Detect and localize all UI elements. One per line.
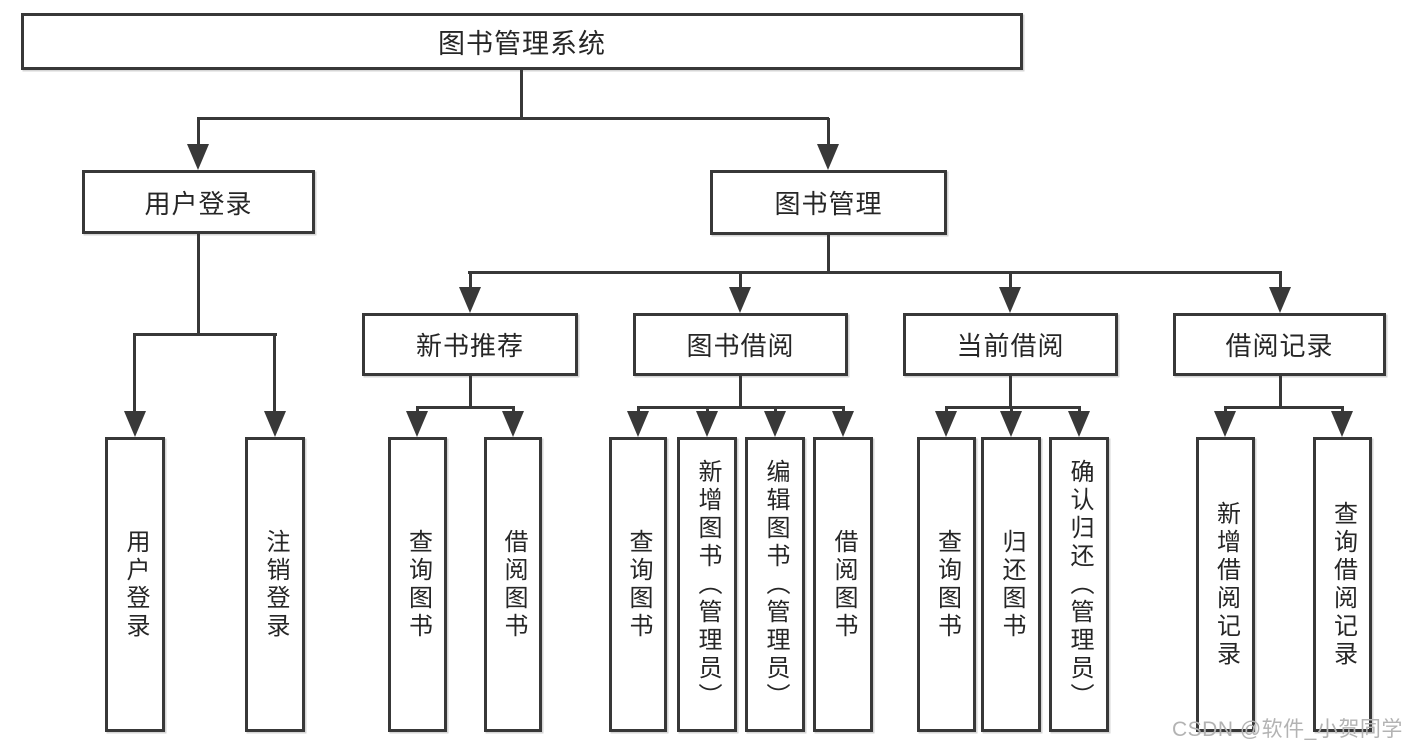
connector-line bbox=[415, 406, 515, 409]
connector-line bbox=[738, 376, 742, 408]
arrowhead-icon bbox=[1068, 411, 1090, 437]
arrowhead-icon bbox=[999, 287, 1021, 313]
node-label: 注销登录 bbox=[262, 528, 289, 641]
node-label: 借阅图书 bbox=[830, 528, 857, 641]
node-label: 用户登录 bbox=[122, 528, 149, 641]
node-br-add-record: 新增借阅记录 bbox=[1196, 437, 1255, 732]
arrowhead-icon bbox=[502, 411, 524, 437]
connector-line bbox=[827, 235, 830, 273]
arrowhead-icon bbox=[729, 287, 751, 313]
node-label: 新增图书（管理员） bbox=[694, 458, 721, 711]
connector-line bbox=[468, 376, 472, 408]
node-leaf-user-login: 用户登录 bbox=[105, 437, 165, 732]
node-borrowing-records: 借阅记录 bbox=[1173, 313, 1386, 376]
node-bb-add-book-admin: 新增图书（管理员） bbox=[677, 437, 737, 732]
node-label: 借阅图书 bbox=[500, 528, 527, 641]
connector-line bbox=[197, 117, 829, 120]
arrowhead-icon bbox=[696, 411, 718, 437]
connector-line bbox=[133, 333, 277, 336]
node-label: 用户登录 bbox=[144, 188, 253, 219]
arrowhead-icon bbox=[817, 144, 839, 170]
node-rec-borrow-book: 借阅图书 bbox=[484, 437, 542, 732]
node-label: 查询图书 bbox=[933, 528, 961, 641]
arrowhead-icon bbox=[1214, 411, 1236, 437]
connector-line bbox=[1223, 406, 1344, 409]
arrowhead-icon bbox=[264, 411, 286, 437]
connector-line bbox=[468, 271, 1282, 274]
arrowhead-icon bbox=[1269, 287, 1291, 313]
connector-line bbox=[827, 118, 830, 146]
connector-line bbox=[738, 273, 742, 289]
connector-line bbox=[1278, 273, 1282, 289]
node-label: 查询图书 bbox=[625, 528, 652, 641]
arrowhead-icon bbox=[406, 411, 428, 437]
arrowhead-icon bbox=[935, 411, 957, 437]
connector-line bbox=[133, 335, 136, 413]
connector-line bbox=[520, 69, 523, 118]
connector-line bbox=[1008, 376, 1012, 408]
node-label: 借阅记录 bbox=[1225, 331, 1334, 361]
node-book-borrowing: 图书借阅 bbox=[633, 313, 848, 376]
connector-line bbox=[1008, 273, 1012, 289]
connector-line bbox=[273, 335, 276, 413]
node-book-management: 图书管理 bbox=[710, 170, 947, 235]
watermark: CSDN @软件_小贺同学 bbox=[1172, 718, 1403, 741]
node-rec-query-book: 查询图书 bbox=[388, 437, 447, 732]
node-current-borrowing: 当前借阅 bbox=[903, 313, 1118, 376]
node-br-query-record: 查询借阅记录 bbox=[1313, 437, 1372, 732]
arrowhead-icon bbox=[764, 411, 786, 437]
connector-line bbox=[636, 406, 845, 409]
node-label: 当前借阅 bbox=[956, 331, 1065, 361]
node-cb-query-book: 查询图书 bbox=[917, 437, 976, 732]
node-library-system: 图书管理系统 bbox=[21, 13, 1023, 70]
node-user-login: 用户登录 bbox=[82, 170, 315, 234]
node-label: 编辑图书（管理员） bbox=[762, 458, 789, 711]
node-label: 新书推荐 bbox=[415, 331, 524, 361]
node-cb-confirm-return-admin: 确认归还（管理员） bbox=[1049, 437, 1109, 732]
node-label: 确认归还（管理员） bbox=[1066, 458, 1093, 711]
arrowhead-icon bbox=[1331, 411, 1353, 437]
connector-line bbox=[197, 233, 200, 335]
node-label: 归还图书 bbox=[998, 528, 1025, 641]
arrowhead-icon bbox=[627, 411, 649, 437]
node-label: 查询图书 bbox=[404, 528, 432, 641]
node-label: 图书借阅 bbox=[686, 331, 795, 361]
arrowhead-icon bbox=[187, 144, 209, 170]
connector-line bbox=[1278, 376, 1282, 408]
node-cb-return-book: 归还图书 bbox=[981, 437, 1041, 732]
node-bb-borrow-book: 借阅图书 bbox=[813, 437, 873, 732]
connector-line bbox=[197, 118, 200, 146]
node-bb-query-book: 查询图书 bbox=[609, 437, 667, 732]
arrowhead-icon bbox=[124, 411, 146, 437]
connector-line bbox=[944, 406, 1081, 409]
connector-line bbox=[468, 273, 472, 289]
node-label: 图书管理 bbox=[774, 189, 883, 219]
node-bb-edit-book-admin: 编辑图书（管理员） bbox=[745, 437, 805, 732]
arrowhead-icon bbox=[459, 287, 481, 313]
node-label: 查询借阅记录 bbox=[1329, 500, 1357, 669]
node-label: 新增借阅记录 bbox=[1212, 500, 1240, 669]
node-label: 图书管理系统 bbox=[438, 29, 606, 59]
arrowhead-icon bbox=[832, 411, 854, 437]
node-new-book-recommend: 新书推荐 bbox=[362, 313, 578, 376]
arrowhead-icon bbox=[1000, 411, 1022, 437]
node-leaf-logout: 注销登录 bbox=[245, 437, 305, 732]
